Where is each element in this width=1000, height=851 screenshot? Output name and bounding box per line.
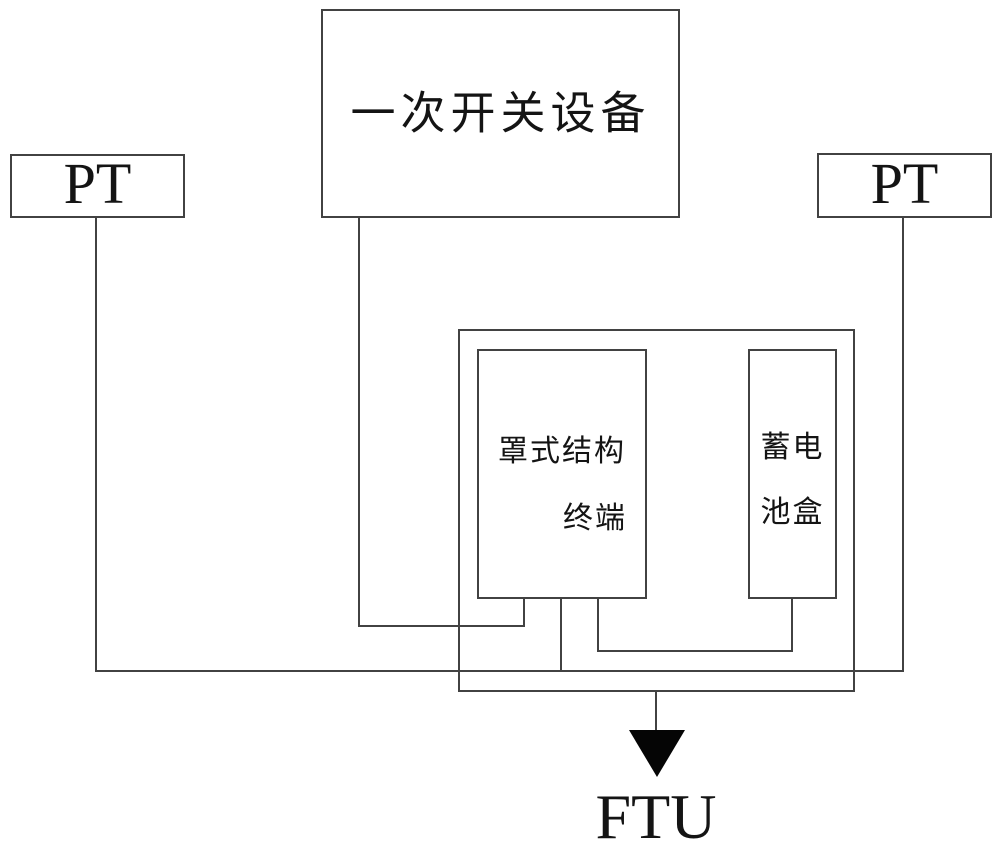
node-label: 一次开关设备: [350, 87, 651, 138]
node-cover-structure-terminal: 罩式结构 终端: [477, 349, 647, 599]
node-label: PT: [870, 150, 939, 216]
arrow-down-icon: [629, 730, 685, 777]
node-label-line2: 池盒: [760, 496, 825, 529]
connector-terminal-battery-right: [791, 599, 793, 652]
node-label: PT: [63, 150, 132, 216]
connector-ftu-stem: [655, 690, 657, 734]
node-pt-left: PT: [10, 151, 185, 218]
connector-terminal-battery-horizontal: [597, 650, 793, 652]
node-label-line2: 终端: [563, 502, 627, 535]
connector-ptright-vertical: [902, 218, 904, 672]
connector-terminal-battery-left: [597, 599, 599, 652]
ftu-label: FTU: [595, 781, 717, 851]
connector-ptleft-vertical: [95, 218, 97, 672]
connector-pt-bus-horizontal: [95, 670, 904, 672]
connector-primaryswitch-riser: [523, 599, 525, 627]
connector-terminal-to-bus: [560, 599, 562, 672]
connector-primaryswitch-vertical: [358, 218, 360, 627]
node-label-line1: 罩式结构: [498, 435, 626, 468]
node-pt-right: PT: [817, 150, 992, 218]
node-label-line1: 蓄电: [760, 431, 825, 464]
connector-primaryswitch-horizontal: [358, 625, 525, 627]
node-primary-switch-equipment: 一次开关设备: [321, 9, 680, 218]
node-battery-box: 蓄电 池盒: [748, 349, 837, 599]
